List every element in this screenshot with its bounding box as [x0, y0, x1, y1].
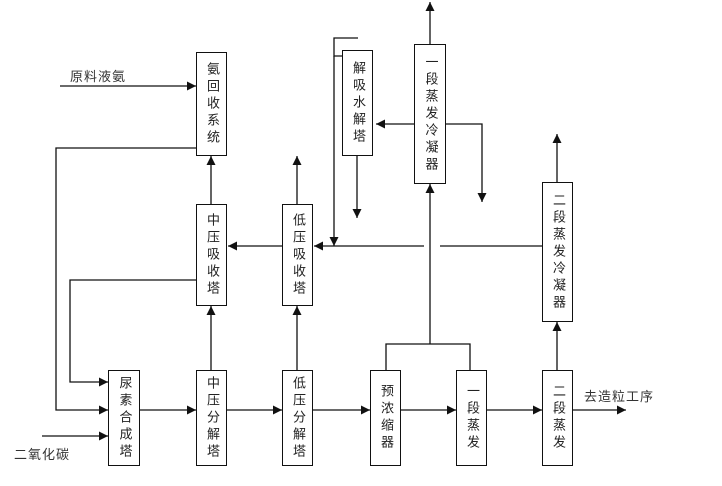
flow-vapor-header — [385, 343, 471, 370]
unit-evap1-label: 一段蒸发 — [464, 384, 479, 452]
flow-recovery-to-synthesis — [55, 147, 196, 415]
unit-mp-decomposer-label: 中压分解塔 — [204, 375, 219, 461]
unit-synthesis: 尿素合成塔 — [108, 370, 140, 466]
unit-evap2-condenser-label: 二段蒸发冷凝器 — [550, 192, 565, 312]
unit-evap2-label: 二段蒸发 — [550, 384, 565, 452]
unit-desorber: 解吸水解塔 — [342, 50, 373, 156]
unit-lp-decomposer-label: 低压分解塔 — [290, 375, 305, 461]
unit-pre-concentrator: 预浓缩器 — [370, 370, 401, 466]
unit-evap1-condenser: 一段蒸发冷凝器 — [414, 44, 446, 184]
unit-evap1-condenser-label: 一段蒸发冷凝器 — [422, 54, 438, 174]
label-co2: 二氧化碳 — [14, 448, 71, 463]
unit-synthesis-label: 尿素合成塔 — [116, 375, 132, 461]
unit-mp-absorber: 中压吸收塔 — [196, 204, 227, 306]
unit-desorber-label: 解吸水解塔 — [350, 60, 365, 146]
flow-mp-absorber-to-synthesis — [69, 279, 196, 387]
unit-mp-absorber-label: 中压吸收塔 — [204, 212, 219, 298]
flow-desorber-loop — [333, 37, 358, 57]
unit-lp-absorber: 低压吸收塔 — [282, 204, 313, 306]
unit-evap1: 一段蒸发 — [456, 370, 487, 466]
unit-ammonia-recovery: 氨回收系统 — [196, 52, 227, 156]
unit-lp-absorber-label: 低压吸收塔 — [290, 212, 305, 298]
unit-lp-decomposer: 低压分解塔 — [282, 370, 313, 466]
label-raw-ammonia: 原料液氨 — [70, 70, 127, 85]
unit-ammonia-recovery-label: 氨回收系统 — [204, 61, 219, 147]
unit-evap2-condenser: 二段蒸发冷凝器 — [542, 182, 573, 322]
unit-evap2: 二段蒸发 — [542, 370, 573, 466]
label-to-granulation: 去造粒工序 — [584, 390, 655, 405]
unit-mp-decomposer: 中压分解塔 — [196, 370, 227, 466]
unit-pre-concentrator-label: 预浓缩器 — [378, 384, 393, 452]
flow-evap1-condenser-side — [446, 123, 487, 202]
